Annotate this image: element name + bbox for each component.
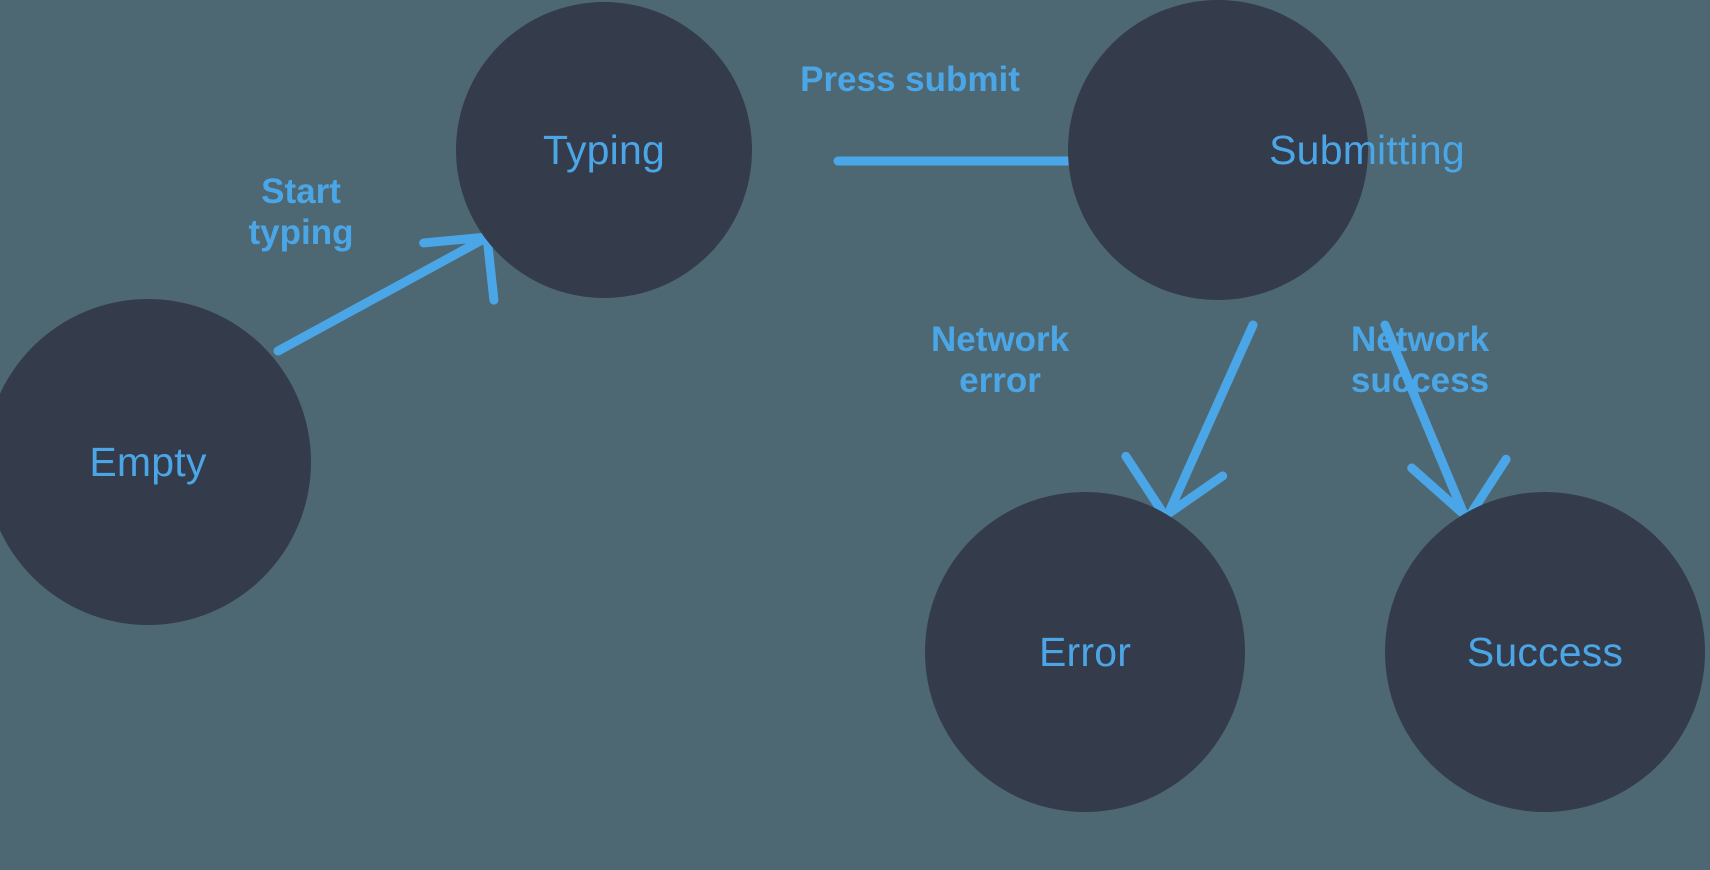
state-node-label: Success: [1466, 628, 1624, 675]
transition-label-network-success: Network success: [1350, 320, 1490, 400]
transition-label-start-typing: Start typing: [248, 172, 354, 252]
state-node-label: Error: [1038, 628, 1132, 675]
transition-label-network-error: Network error: [930, 320, 1070, 400]
state-node-error[interactable]: Error: [925, 492, 1245, 812]
transition-label-press-submit: Press submit: [800, 60, 1020, 99]
state-node-success[interactable]: Success: [1385, 492, 1705, 812]
state-node-label: Empty: [89, 438, 207, 485]
state-node-empty[interactable]: Empty: [0, 299, 311, 625]
state-node-submitting[interactable]: Submitting: [1068, 0, 1465, 300]
state-node-typing[interactable]: Typing: [456, 2, 752, 298]
state-node-label: Typing: [543, 126, 665, 173]
state-node-label: Submitting: [1269, 126, 1465, 173]
arrow-network-error: [1121, 320, 1258, 521]
